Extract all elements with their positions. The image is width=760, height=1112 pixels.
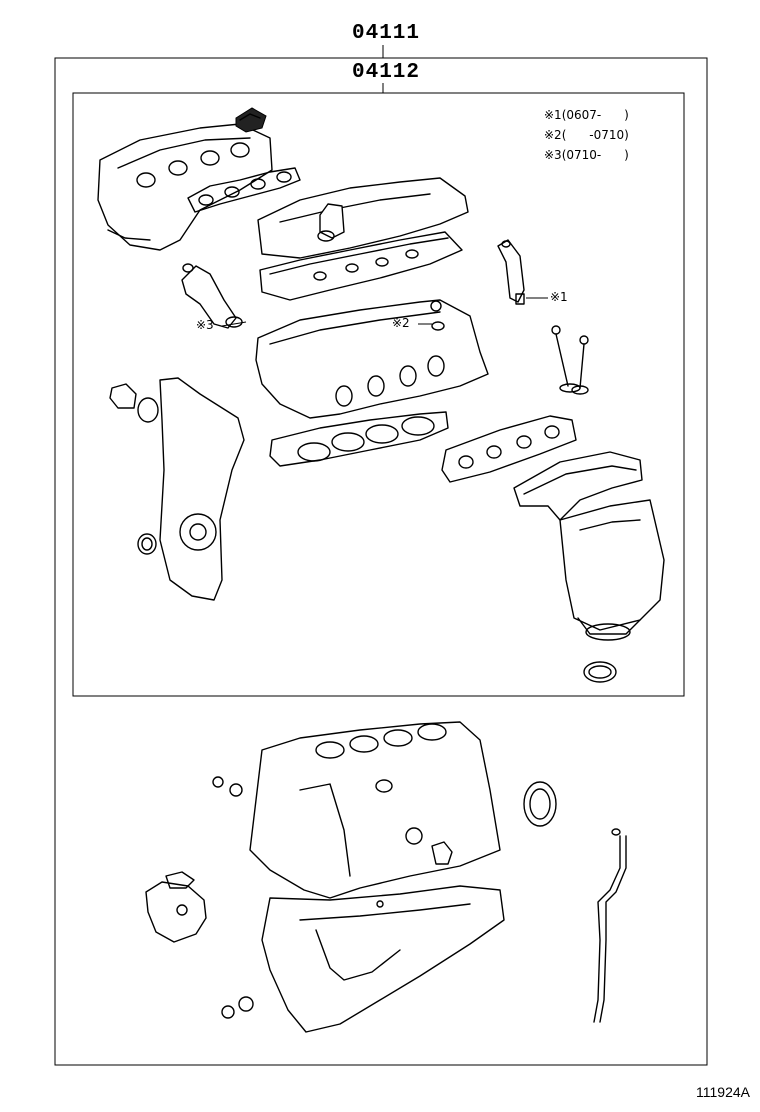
exhaust-gasket-ring-inner — [588, 665, 612, 679]
rear-oil-seal-inner — [529, 788, 551, 820]
water-drain-plugs — [212, 776, 243, 797]
inner-kit-frame — [72, 92, 685, 697]
oil-control-valve — [181, 263, 243, 329]
intake-manifold-gasket — [187, 167, 301, 213]
note-2: ※2( -0710) — [544, 128, 629, 142]
oil-level-gauge-guide — [593, 828, 627, 1023]
oil-filler-cap — [235, 107, 267, 133]
crank-front-oil-seal — [137, 533, 157, 555]
intake-manifold — [97, 123, 273, 251]
fuel-injector — [497, 239, 525, 305]
cylinder-head — [255, 299, 489, 419]
callout-3: ※3 — [196, 318, 214, 332]
rear-oil-seal — [523, 781, 557, 827]
callout-leader-3 — [221, 321, 247, 327]
exhaust-manifold-converter — [513, 451, 665, 641]
engine-valves — [551, 325, 589, 395]
crank-front-oil-seal-inner — [141, 537, 153, 551]
timing-chain-cover — [159, 377, 245, 601]
callout-1: ※1 — [550, 290, 568, 304]
note-3: ※3(0710- ) — [544, 148, 629, 162]
oil-pump-assembly — [145, 871, 207, 943]
water-outlet-seal — [109, 383, 159, 423]
cylinder-head-cover-gasket — [259, 231, 463, 301]
drain-plug — [221, 996, 254, 1019]
oil-pan — [261, 885, 505, 1033]
note-1: ※1(0607- ) — [544, 108, 629, 122]
cylinder-head-cover — [257, 177, 469, 259]
exhaust-gasket-ring — [583, 661, 617, 683]
exhaust-manifold-gasket — [441, 415, 577, 483]
cylinder-head-gasket — [269, 411, 449, 467]
inner-kit-code: 04112 — [352, 61, 421, 84]
outer-kit-frame — [54, 57, 708, 1066]
callout-2: ※2 — [392, 316, 410, 330]
outer-kit-code: 04111 — [352, 22, 421, 45]
cylinder-block — [249, 721, 501, 899]
illustration-number: 111924A — [696, 1084, 750, 1100]
